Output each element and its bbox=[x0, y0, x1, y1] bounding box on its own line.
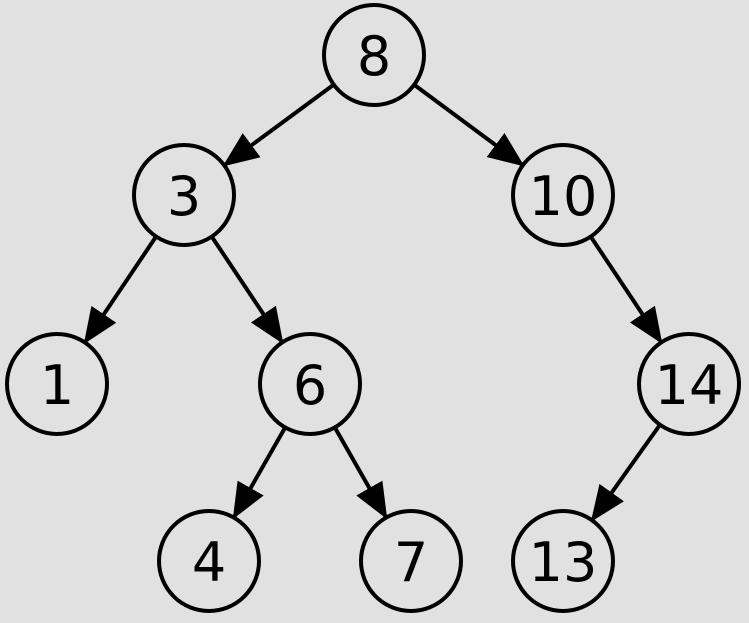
tree-node-8: 8 bbox=[322, 3, 426, 107]
node-circle bbox=[157, 509, 261, 613]
edge-arrow-n14-to-n13 bbox=[590, 423, 662, 522]
tree-node-6: 6 bbox=[258, 332, 362, 436]
tree-node-3: 3 bbox=[132, 143, 236, 247]
node-circle bbox=[258, 332, 362, 436]
tree-node-10: 10 bbox=[511, 143, 615, 247]
node-label: 10 bbox=[529, 165, 598, 228]
edge-arrow-n8-to-n3 bbox=[222, 83, 335, 167]
node-circle bbox=[132, 143, 236, 247]
node-circle bbox=[359, 509, 463, 613]
edge-arrow-n8-to-n10 bbox=[412, 83, 525, 167]
tree-node-14: 14 bbox=[637, 332, 741, 436]
node-label: 1 bbox=[40, 354, 74, 417]
tree-node-7: 7 bbox=[359, 509, 463, 613]
node-label: 6 bbox=[293, 354, 327, 417]
edge-arrow-n6-to-n7 bbox=[333, 426, 388, 520]
node-circle bbox=[5, 332, 109, 436]
tree-node-13: 13 bbox=[511, 509, 615, 613]
node-label: 7 bbox=[394, 531, 428, 594]
node-circle bbox=[322, 3, 426, 107]
edge-arrow-n3-to-n1 bbox=[83, 235, 158, 345]
edge-arrow-n10-to-n14 bbox=[589, 235, 663, 345]
node-label: 8 bbox=[357, 25, 391, 88]
node-label: 3 bbox=[167, 165, 201, 228]
node-label: 4 bbox=[192, 531, 226, 594]
tree-node-4: 4 bbox=[157, 509, 261, 613]
edge-arrow-n3-to-n6 bbox=[210, 235, 284, 345]
node-label: 13 bbox=[529, 531, 598, 594]
node-circle bbox=[511, 143, 615, 247]
nodes-layer: 8 3 10 1 6 14 4 7 13 bbox=[5, 3, 741, 613]
node-label: 14 bbox=[655, 354, 724, 417]
tree-node-1: 1 bbox=[5, 332, 109, 436]
edges-layer bbox=[83, 83, 663, 522]
node-circle bbox=[511, 509, 615, 613]
edge-arrow-n6-to-n4 bbox=[232, 426, 287, 520]
node-circle bbox=[637, 332, 741, 436]
